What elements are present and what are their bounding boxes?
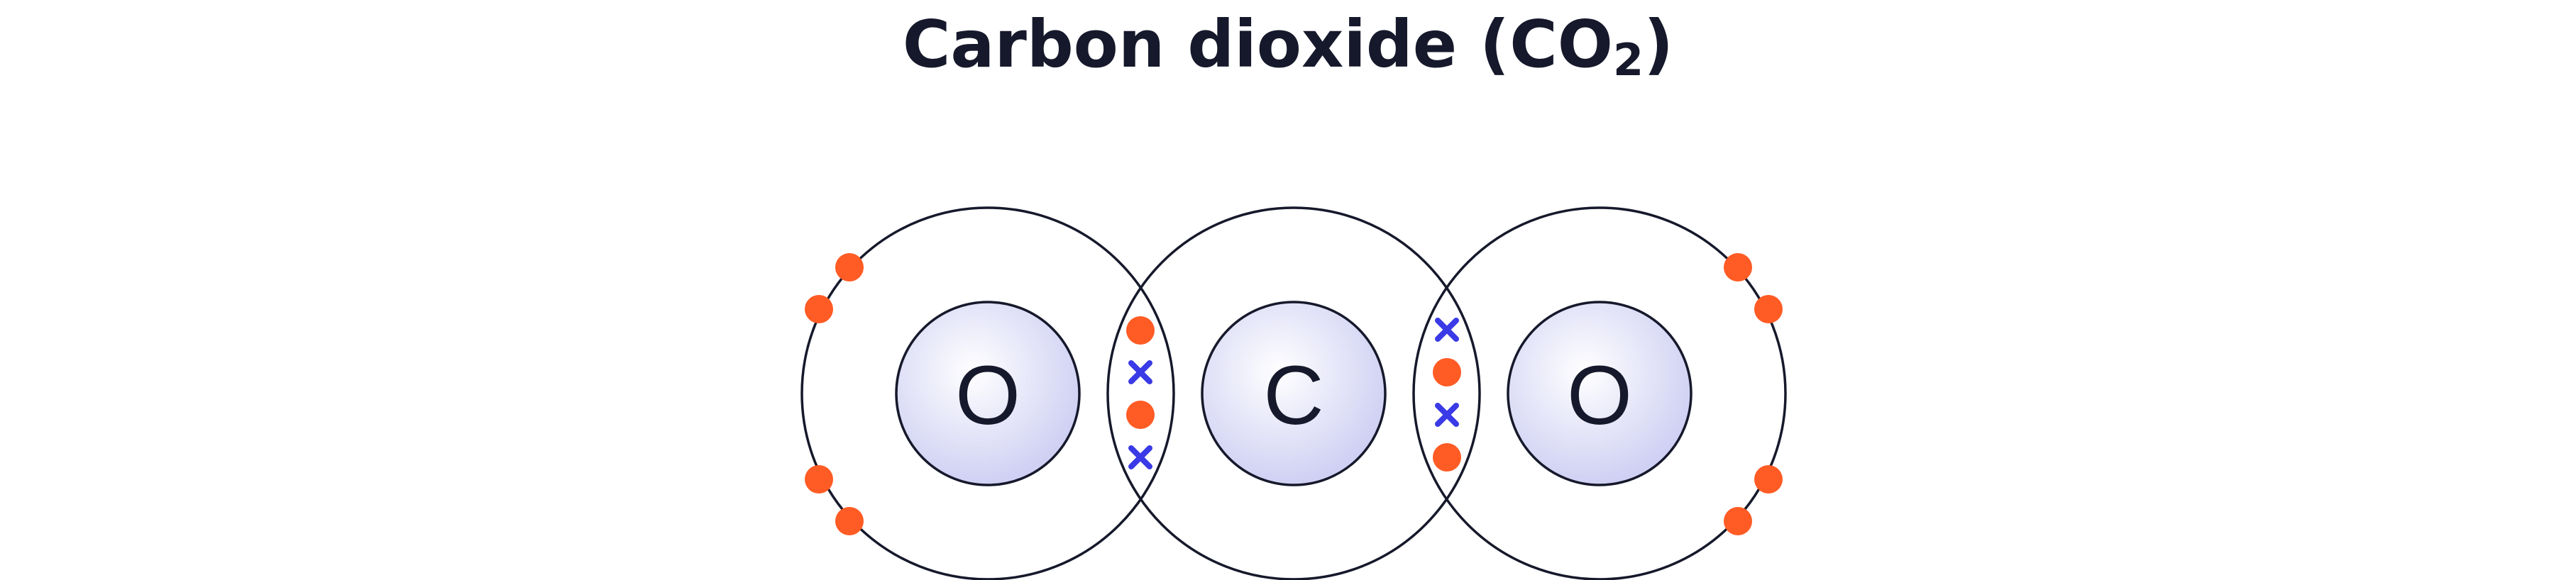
atom-symbol-oxygen-left: O	[955, 349, 1020, 442]
atom-symbol-oxygen-right: O	[1567, 349, 1632, 442]
electron-dot	[1433, 358, 1461, 386]
nuclei: O C O	[895, 301, 1692, 486]
electron-cross	[1435, 318, 1459, 342]
electron-dot	[835, 253, 864, 281]
electron-cross	[1128, 360, 1152, 384]
electron-dot	[1126, 316, 1155, 345]
title-close: )	[1644, 6, 1674, 82]
electron-cross	[1435, 403, 1459, 427]
electron-cross	[1128, 445, 1152, 469]
atom-symbol-carbon: C	[1263, 349, 1323, 442]
left-double-bond-electrons	[1126, 316, 1155, 469]
outer-shell-oxygen-right	[1412, 206, 1787, 580]
electron-dot	[1724, 507, 1752, 535]
outer-shell-oxygen-left	[800, 206, 1175, 580]
right-double-bond-electrons	[1433, 318, 1461, 472]
electron-dot	[1754, 295, 1783, 323]
electron-dot	[805, 295, 833, 323]
oxygen-lone-pair-electrons	[805, 253, 1783, 535]
nucleus-oxygen-left: O	[895, 301, 1081, 486]
diagram-title: Carbon dioxide (CO2)	[0, 6, 2576, 84]
electron-dot	[1126, 401, 1155, 429]
electron-dot	[1433, 443, 1461, 472]
electron-dot	[835, 507, 864, 535]
nucleus-oxygen-right: O	[1507, 301, 1692, 486]
electron-dot	[805, 465, 833, 493]
outer-shell-carbon	[1106, 206, 1481, 580]
nucleus-carbon: C	[1201, 301, 1387, 486]
title-main: Carbon dioxide (CO	[902, 6, 1613, 82]
electron-dot	[1754, 465, 1783, 493]
electron-dot	[1724, 253, 1752, 281]
title-subscript: 2	[1612, 34, 1644, 86]
outer-shells	[800, 206, 1787, 580]
